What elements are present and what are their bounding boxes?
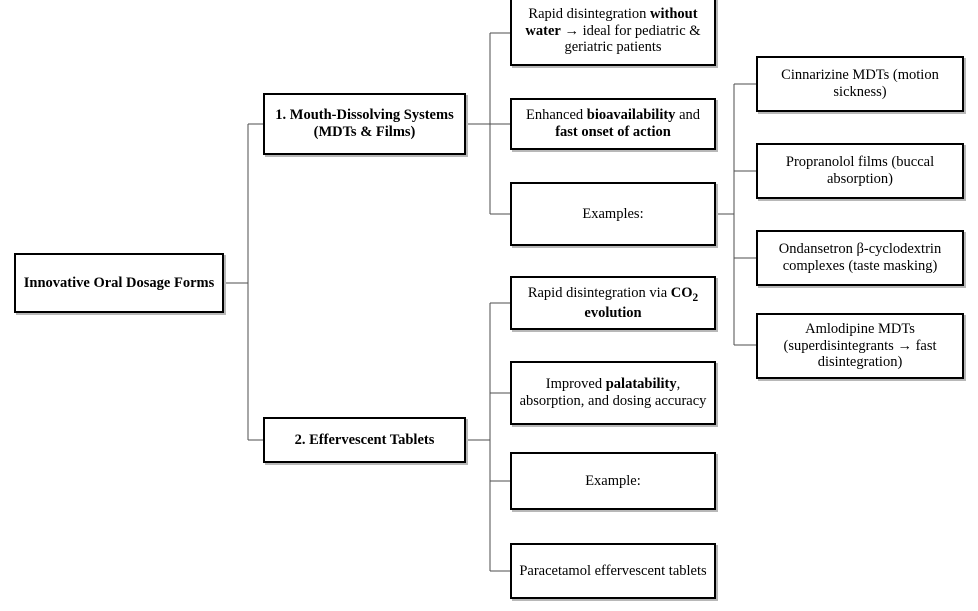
node-mdt-bioavailability[interactable]: Enhanced bioavailability and fast onset … [510, 98, 716, 150]
node-mdt-no-water[interactable]: Rapid disintegration without water → ide… [510, 0, 716, 66]
node-mdt-bioavailability-label: Enhanced bioavailability and fast onset … [526, 107, 700, 140]
node-branch-1-label: 1. Mouth-Dissolving Systems (MDTs & Film… [275, 107, 454, 140]
node-example-cinnarizine[interactable]: Cinnarizine MDTs (motion sickness) [756, 56, 964, 112]
node-root-label: Innovative Oral Dosage Forms [23, 274, 215, 291]
node-mdt-examples-label: Examples: [582, 205, 644, 222]
node-example-ondansetron-label: Ondansetron β-cyclodextrin complexes (ta… [778, 241, 942, 274]
node-example-amlodipine[interactable]: Amlodipine MDTs (superdisintegrants → fa… [756, 313, 964, 379]
node-eff-co2[interactable]: Rapid disintegration via CO2 evolution [510, 276, 716, 330]
node-example-cinnarizine-label: Cinnarizine MDTs (motion sickness) [781, 67, 939, 100]
node-eff-example-label: Example: [585, 472, 641, 489]
node-example-amlodipine-label: Amlodipine MDTs (superdisintegrants → fa… [783, 320, 937, 371]
node-example-ondansetron[interactable]: Ondansetron β-cyclodextrin complexes (ta… [756, 230, 964, 286]
node-eff-co2-label: Rapid disintegration via CO2 evolution [527, 284, 699, 321]
node-eff-paracetamol[interactable]: Paracetamol effervescent tablets [510, 543, 716, 599]
node-mdt-examples[interactable]: Examples: [510, 182, 716, 246]
node-branch-1[interactable]: 1. Mouth-Dissolving Systems (MDTs & Film… [263, 93, 466, 155]
node-eff-palatability[interactable]: Improved palatability, absorption, and d… [510, 361, 716, 425]
node-eff-paracetamol-label: Paracetamol effervescent tablets [519, 562, 707, 579]
node-mdt-no-water-label: Rapid disintegration without water → ide… [525, 5, 701, 56]
node-branch-2-label: 2. Effervescent Tablets [294, 431, 435, 448]
node-example-propranolol-label: Propranolol films (buccal absorption) [785, 154, 935, 187]
node-example-propranolol[interactable]: Propranolol films (buccal absorption) [756, 143, 964, 199]
node-branch-2[interactable]: 2. Effervescent Tablets [263, 417, 466, 463]
node-eff-palatability-label: Improved palatability, absorption, and d… [519, 376, 707, 409]
node-root[interactable]: Innovative Oral Dosage Forms [14, 253, 224, 313]
node-eff-example[interactable]: Example: [510, 452, 716, 510]
